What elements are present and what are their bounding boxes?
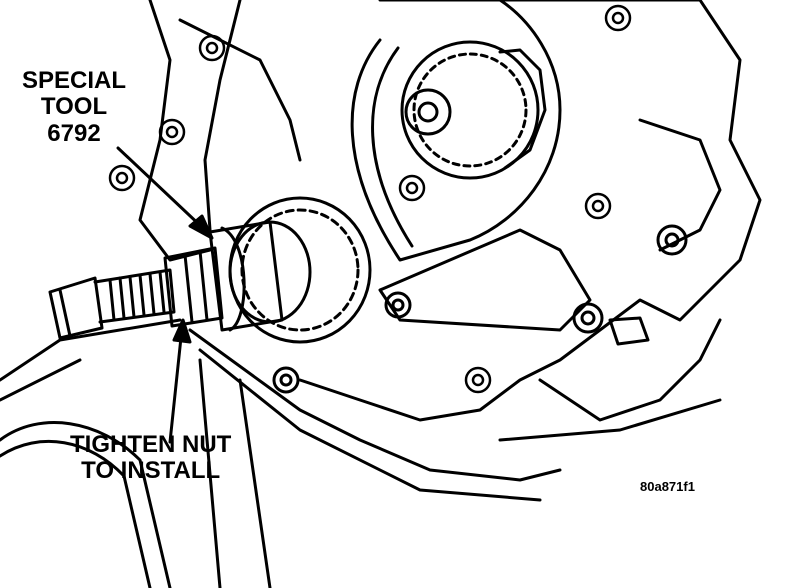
tensioner-bracket bbox=[378, 228, 592, 332]
timing-belt bbox=[350, 0, 562, 262]
bolt-1 bbox=[198, 34, 226, 62]
engine-lower-right bbox=[498, 398, 722, 442]
tensioner-bolt bbox=[384, 291, 412, 319]
special-tool-body bbox=[208, 220, 284, 332]
special-tool-callout: SPECIAL TOOL 6792 bbox=[14, 67, 134, 147]
engine-block-lower bbox=[538, 318, 722, 422]
figure-code: 80a871f1 bbox=[640, 479, 695, 494]
bolt-4 bbox=[398, 174, 426, 202]
special-tool-line1: SPECIAL bbox=[21, 67, 126, 94]
bolt-2 bbox=[158, 118, 186, 146]
bolt-heads bbox=[108, 4, 632, 394]
tighten-nut-line2: TO INSTALL bbox=[81, 457, 221, 485]
crank-sprocket bbox=[228, 196, 372, 344]
cover-bolt bbox=[272, 366, 300, 394]
cam-sprocket bbox=[400, 40, 547, 180]
special-tool-line2: TOOL bbox=[40, 93, 108, 121]
bolt-6 bbox=[464, 366, 492, 394]
block-lower-left bbox=[0, 318, 182, 402]
bolt-5 bbox=[584, 192, 612, 220]
engine-block-outline bbox=[298, 0, 762, 422]
special-tool-leader bbox=[116, 146, 207, 232]
leader-lines bbox=[116, 146, 214, 444]
special-tool-line3: 6792 bbox=[47, 119, 101, 147]
tighten-nut-callout: TIGHTEN NUT TO INSTALL bbox=[70, 431, 232, 485]
lower-cover bbox=[188, 328, 562, 482]
bracket-arm bbox=[178, 18, 302, 162]
tighten-nut-arrowhead bbox=[172, 318, 192, 344]
tensioner-pivot bbox=[572, 302, 604, 334]
tighten-nut-line1: TIGHTEN NUT bbox=[70, 431, 232, 458]
housing-inner bbox=[203, 0, 242, 232]
tighten-nut-leader bbox=[168, 326, 184, 444]
timing-belt-inner bbox=[371, 46, 414, 248]
installer-nut bbox=[163, 246, 224, 328]
rod-hex-head bbox=[48, 276, 104, 340]
special-tool-arrowhead bbox=[188, 214, 214, 240]
lower-cover-inner bbox=[198, 348, 542, 502]
pulley-arc bbox=[0, 421, 172, 588]
block-edge bbox=[198, 358, 222, 588]
bolt-3 bbox=[108, 164, 136, 192]
threaded-rod bbox=[93, 268, 176, 324]
engine-detail-right bbox=[638, 118, 722, 252]
bolt-7 bbox=[604, 4, 632, 32]
